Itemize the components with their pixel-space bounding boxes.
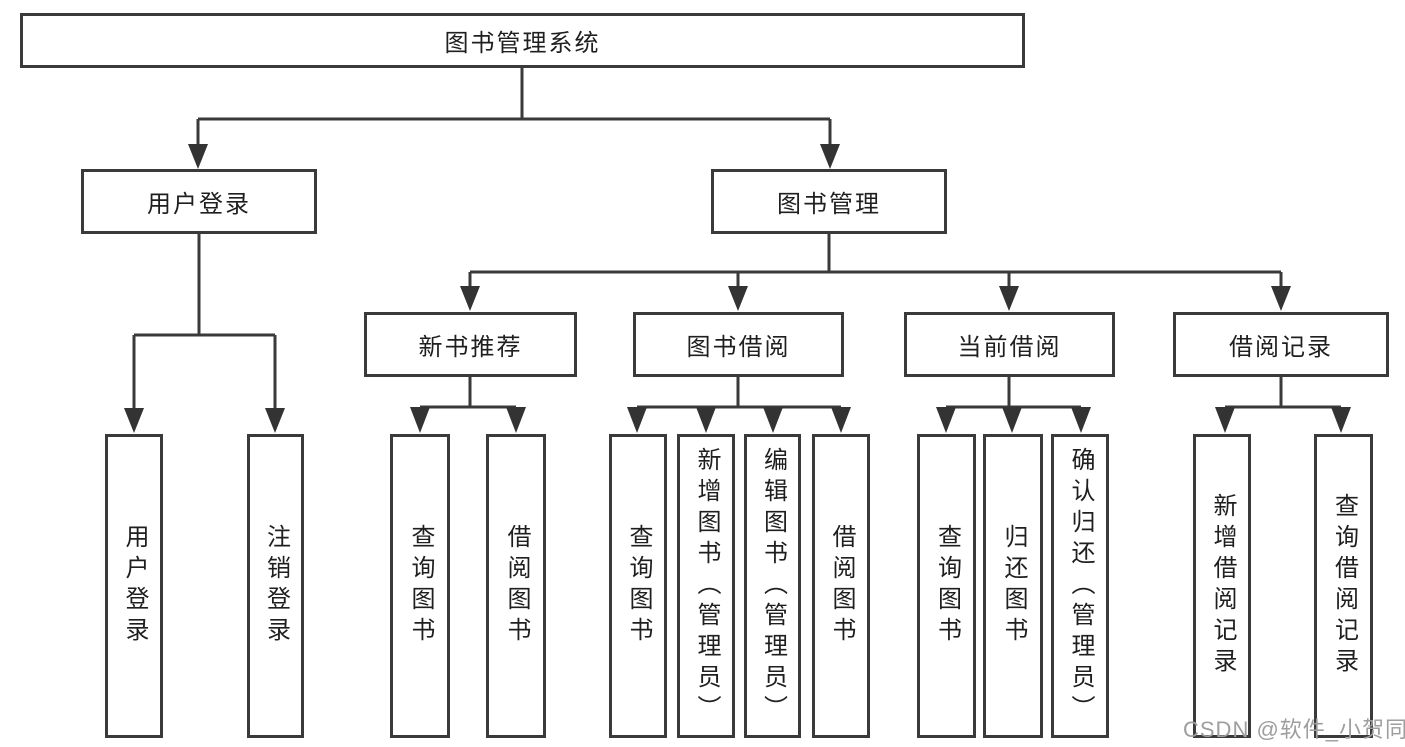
leaf-return-books: 归还图书 xyxy=(983,434,1043,738)
connector-line xyxy=(946,377,1081,409)
node-label: 用户登录 xyxy=(147,191,251,218)
connector-line xyxy=(196,68,832,146)
node-label: 查询图书 xyxy=(933,524,961,648)
arrow-down-icon xyxy=(696,407,716,433)
arrow-down-icon xyxy=(188,144,208,169)
node-label: 新增借阅记录 xyxy=(1209,493,1236,679)
node-current-borrowing: 当前借阅 xyxy=(904,312,1115,377)
arrow-down-icon xyxy=(831,407,851,433)
arrow-down-icon xyxy=(728,286,748,311)
arrow-down-icon xyxy=(124,408,144,433)
leaf-query-books-recommend: 查询图书 xyxy=(390,434,450,738)
node-borrowing-records: 借阅记录 xyxy=(1173,312,1389,377)
node-label: 新增图书（管理员） xyxy=(693,446,720,726)
connector-book-management xyxy=(460,233,1291,311)
connector-user-login xyxy=(124,234,285,433)
arrow-down-icon xyxy=(506,407,526,433)
node-label: 查询图书 xyxy=(625,524,652,648)
arrow-down-icon xyxy=(1215,407,1235,433)
connector-book-borrowing xyxy=(627,377,851,433)
node-label: 编辑图书（管理员） xyxy=(759,446,787,726)
arrow-down-icon xyxy=(1331,407,1351,433)
node-label: 图书管理系统 xyxy=(444,30,601,57)
arrow-down-icon xyxy=(265,408,285,433)
node-label: 查询借阅记录 xyxy=(1330,493,1358,679)
arrow-down-icon xyxy=(820,144,840,169)
connector-line xyxy=(468,233,1283,288)
connector-borrowing-records xyxy=(1215,377,1351,433)
leaf-query-books-borrowing: 查询图书 xyxy=(609,434,667,738)
node-user-login: 用户登录 xyxy=(81,169,317,234)
arrow-down-icon xyxy=(1071,407,1091,433)
leaf-user-login: 用户登录 xyxy=(105,434,163,738)
connector-new-book-recommend xyxy=(410,377,526,433)
leaf-query-borrow-record: 查询借阅记录 xyxy=(1314,434,1373,738)
watermark: CSDN @软件_小贺同学 xyxy=(1183,717,1405,742)
leaf-edit-books-admin: 编辑图书（管理员） xyxy=(744,434,801,738)
leaf-borrow-books-recommend: 借阅图书 xyxy=(486,434,546,738)
arrow-down-icon xyxy=(1271,286,1291,311)
node-label: 归还图书 xyxy=(1000,524,1027,648)
connector-line xyxy=(637,377,841,409)
leaf-add-books-admin: 新增图书（管理员） xyxy=(677,434,735,738)
node-label: 当前借阅 xyxy=(957,334,1062,361)
node-label: 新书推荐 xyxy=(418,334,523,361)
arrow-down-icon xyxy=(763,407,783,433)
connector-line xyxy=(1225,377,1341,409)
node-label: 注销登录 xyxy=(262,524,290,648)
node-label: 借阅图书 xyxy=(828,524,855,648)
node-label: 用户登录 xyxy=(121,524,148,648)
node-label: 借阅图书 xyxy=(503,524,530,648)
node-new-book-recommend: 新书推荐 xyxy=(364,312,577,377)
arrow-down-icon xyxy=(460,286,480,311)
node-label: 图书借阅 xyxy=(686,334,791,361)
connector-line xyxy=(132,234,277,410)
leaf-add-borrow-record: 新增借阅记录 xyxy=(1193,434,1251,738)
connector-line xyxy=(420,377,516,409)
node-root: 图书管理系统 xyxy=(20,13,1025,68)
node-label: 图书管理 xyxy=(777,191,881,218)
node-book-borrowing: 图书借阅 xyxy=(633,312,844,377)
leaf-borrow-books: 借阅图书 xyxy=(812,434,870,738)
leaf-logout: 注销登录 xyxy=(247,434,304,738)
leaf-query-books-current: 查询图书 xyxy=(917,434,976,738)
node-book-management: 图书管理 xyxy=(711,169,947,234)
arrow-down-icon xyxy=(1002,407,1022,433)
leaf-confirm-return-admin: 确认归还（管理员） xyxy=(1051,434,1109,738)
arrow-down-icon xyxy=(627,407,647,433)
arrow-down-icon xyxy=(936,407,956,433)
arrow-down-icon xyxy=(999,286,1019,311)
arrow-down-icon xyxy=(410,407,430,433)
node-label: 查询图书 xyxy=(407,524,434,648)
connector-current-borrowing xyxy=(936,377,1091,433)
connector-root xyxy=(188,68,840,169)
node-label: 借阅记录 xyxy=(1229,334,1333,361)
node-label: 确认归还（管理员） xyxy=(1067,446,1094,726)
